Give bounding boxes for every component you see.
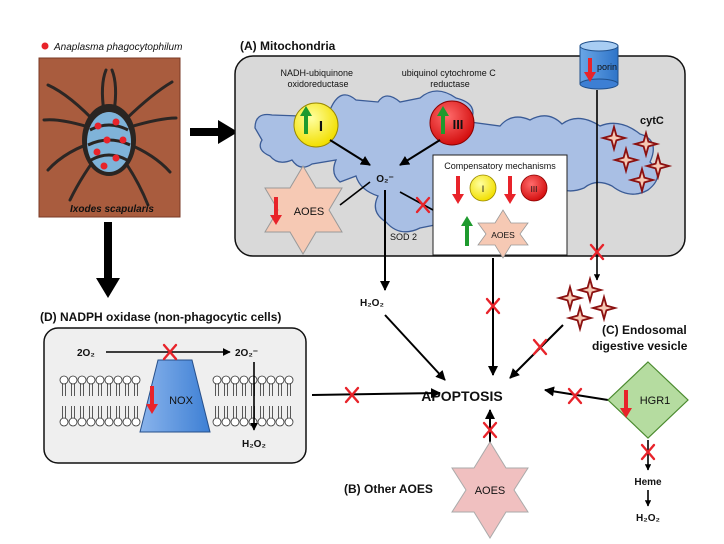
endosomal-title-line2: digestive vesicle [592, 339, 688, 353]
comp-aoes-label: AOES [491, 230, 515, 240]
porin-channel [579, 40, 619, 90]
endosomal-h2o2-label: H₂O₂ [636, 513, 660, 524]
comp-inhibit-o2 [399, 191, 434, 211]
released-cytc-star-icon [568, 306, 592, 330]
apoptosis-label: APOPTOSIS [421, 388, 502, 404]
nadph-to-apoptosis-arrow [311, 388, 441, 399]
nadph-superoxide-label: 2O₂⁻ [235, 348, 258, 359]
aoes-inhibit-o2 [339, 181, 371, 206]
pathogen-label: Anaplasma phagocytophilum [53, 42, 182, 53]
tick-label: Ixodes scapularis [70, 204, 154, 215]
complex1-name: NADH-ubiquinone oxidoreductase [280, 68, 355, 89]
c3-to-o2-arrow [399, 139, 441, 166]
mito-title: (A) Mitochondria [240, 39, 336, 53]
compensatory-title: Compensatory mechanisms [444, 161, 556, 171]
tick-image [38, 57, 181, 218]
endosomal-title-line1: (C) Endosomal [602, 323, 687, 337]
nox-label: NOX [169, 395, 194, 407]
complex3-label: III [453, 117, 464, 132]
nadph-title: (D) NADPH oxidase (non-phagocytic cells) [40, 310, 281, 324]
heme-label: Heme [634, 477, 662, 488]
other-aoes-star [451, 441, 529, 539]
nadph-o2-label: 2O₂ [77, 348, 95, 359]
mito-aoes-star [264, 165, 343, 255]
hgr1-diamond [607, 361, 689, 439]
sod-label: SOD 2 [390, 232, 417, 242]
h2o2-to-apoptosis-arrow [384, 314, 446, 381]
comp-c1-label: I [482, 184, 485, 194]
nadph-h2o2-label: H₂O₂ [242, 439, 266, 450]
other-aoes-label: AOES [475, 485, 506, 497]
comp-c3-label: III [531, 185, 538, 194]
complex3-name: ubiquinol cytochrome C reductase [402, 68, 499, 89]
c1-to-o2-arrow [329, 139, 371, 166]
complex1-label: I [319, 118, 323, 135]
cytc-apoptosis-x [532, 338, 548, 356]
porin-label: porin [597, 62, 617, 72]
hgr1-label: HGR1 [640, 395, 671, 407]
h2o2-label: H₂O₂ [360, 298, 384, 309]
cytc-label: cytC [640, 115, 664, 127]
released-cytc-star-icon [592, 296, 616, 320]
comp-c3-circle [520, 174, 548, 202]
nox-protein [139, 359, 211, 433]
mito-aoes-label: AOES [294, 206, 325, 218]
comp-c1-circle [469, 174, 497, 202]
comp-aoes-star [477, 209, 529, 259]
superoxide-label: O₂⁻ [376, 174, 394, 185]
pathogen-dot-icon [41, 42, 49, 50]
other-aoes-title: (B) Other AOES [344, 482, 433, 496]
lipid-bilayer [59, 375, 294, 427]
